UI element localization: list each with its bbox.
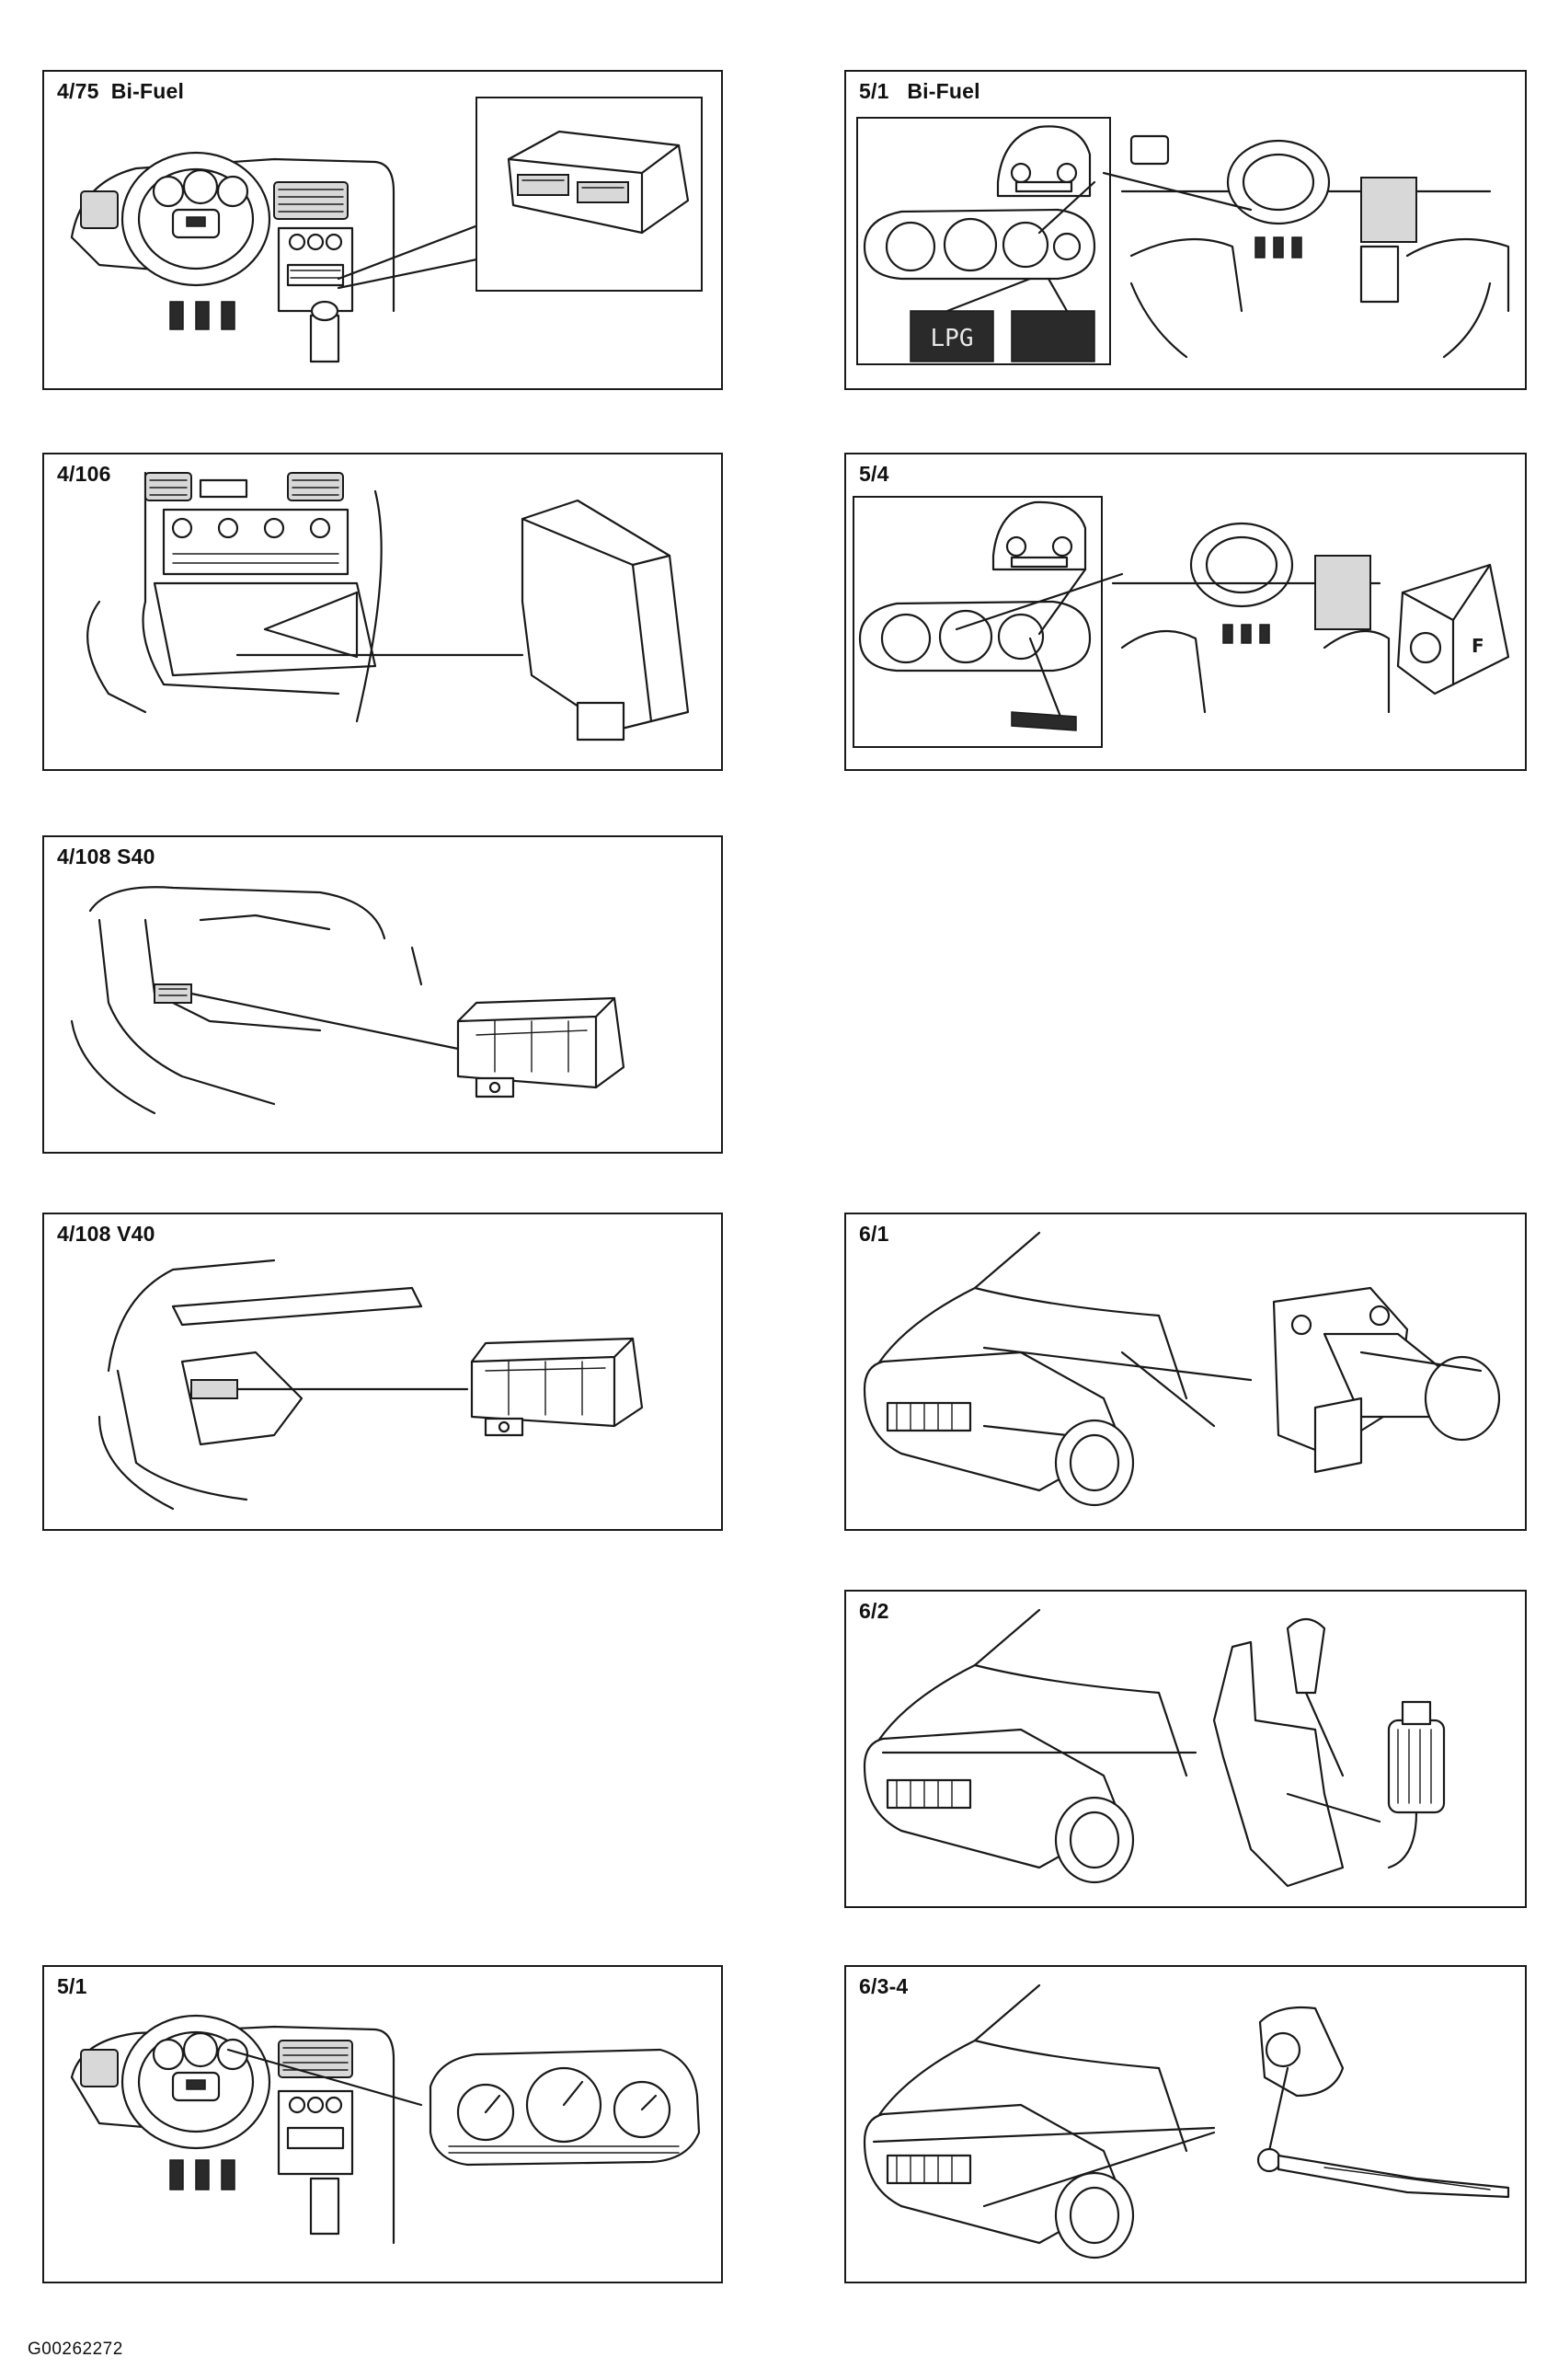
panel-4-108-s40: 4/108 S40 [42,835,723,1154]
dashboard-ecu-illustration [70,97,703,363]
panel-6-1: 6/1 [844,1213,1527,1531]
panel-label: 5/1 [57,1974,87,1998]
panel-label: 4/108 V40 [57,1222,155,1246]
panel-label: 6/1 [859,1222,889,1246]
panel-label: 4/75 Bi-Fuel [57,79,185,103]
panel-label: 6/3-4 [859,1974,909,1998]
panel-label: 5/4 [859,462,889,486]
panel-5-4: 5/4 F [844,453,1527,771]
panel-5-1: 5/1 [42,1965,723,2283]
panel-label: 6/2 [859,1599,889,1623]
panel-label: 4/106 [57,462,111,486]
figure-code: G00262272 [28,2340,123,2359]
instrument-cluster-switch-illustration: F [853,496,1510,748]
panel-label: 5/1 Bi-Fuel [859,79,980,103]
headlamp-wiper-illustration [863,1983,1510,2259]
lpg-display-text: LPG [931,325,974,352]
panel-6-3-4: 6/3-4 [844,1965,1527,2283]
panel-5-1-bi-fuel: 5/1 Bi-Fuel LPG [844,70,1527,390]
panel-4-75-bi-fuel: 4/75 Bi-Fuel [42,70,723,390]
trunk-module-s40-illustration [70,886,625,1115]
switch-symbol: F [1472,635,1484,657]
panel-4-106: 4/106 [42,453,723,771]
instrument-cluster-illustration [70,2014,701,2245]
panel-4-108-v40: 4/108 V40 [42,1213,723,1531]
instrument-cluster-lpg-illustration: LPG [856,117,1510,365]
panel-6-2: 6/2 [844,1590,1527,1908]
washer-reservoir-illustration [863,1608,1446,1888]
trunk-module-v40-illustration [97,1259,644,1511]
wiper-motor-illustration [863,1231,1501,1507]
panel-label: 4/108 S40 [57,845,155,868]
center-console-module-illustration [86,471,690,742]
